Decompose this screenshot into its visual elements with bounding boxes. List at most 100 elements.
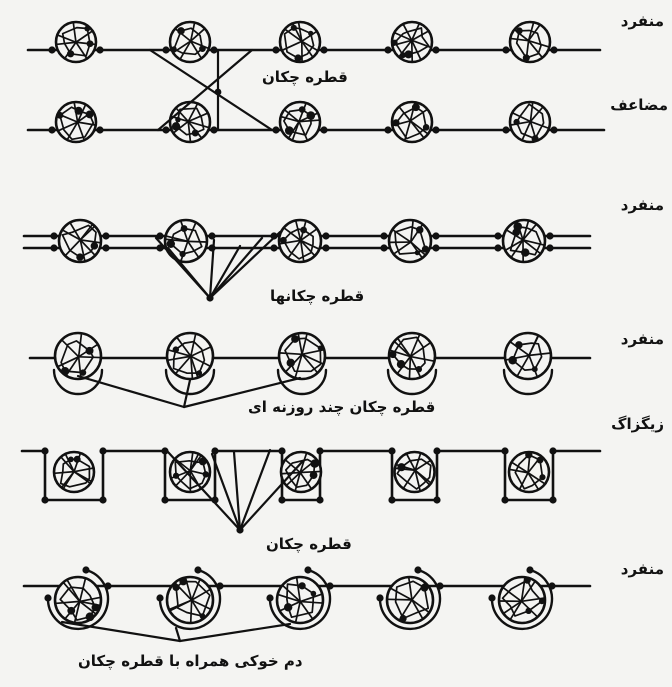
emitter-tube bbox=[62, 622, 180, 641]
junction-dot bbox=[208, 232, 215, 239]
junction-dot bbox=[44, 594, 51, 601]
wheel-blob bbox=[532, 366, 538, 372]
label-single-row6: منفرد bbox=[621, 560, 664, 578]
wheel-blob bbox=[515, 341, 523, 349]
junction-dot bbox=[322, 244, 329, 251]
junction-dot bbox=[546, 244, 553, 251]
wheel-blob bbox=[392, 40, 397, 45]
junction-dot bbox=[432, 126, 439, 133]
junction-dot bbox=[99, 496, 106, 503]
wheel-blob bbox=[399, 464, 405, 470]
junction-dot bbox=[162, 46, 169, 53]
caption-emitter-row1: قطره چکان bbox=[262, 68, 348, 86]
wheel-blob bbox=[532, 135, 539, 142]
emitter-tube bbox=[240, 450, 270, 530]
junction-dot bbox=[316, 496, 323, 503]
wheel-blob bbox=[84, 26, 90, 32]
junction-dot bbox=[526, 566, 533, 573]
junction-dot bbox=[494, 232, 501, 239]
junction-dot bbox=[322, 232, 329, 239]
wheel-blob bbox=[521, 248, 529, 256]
wheel-blob bbox=[192, 130, 199, 137]
wheel-blob bbox=[173, 473, 179, 479]
wheel-blob bbox=[175, 117, 181, 123]
junction-dot bbox=[549, 447, 556, 454]
wheel-blob bbox=[177, 27, 185, 35]
wheel-blob bbox=[171, 46, 177, 52]
wheel-blob bbox=[539, 474, 545, 480]
wheel-blob bbox=[318, 345, 323, 350]
caption-emitter-row5: قطره چکان bbox=[266, 535, 352, 553]
wheel-blob bbox=[291, 335, 299, 343]
wheel-blob bbox=[300, 227, 307, 234]
junction-dot bbox=[432, 244, 439, 251]
junction-dot bbox=[99, 447, 106, 454]
wheel-spoke bbox=[188, 241, 207, 242]
wheel-blob bbox=[285, 126, 294, 135]
label-zigzag-row5: زیگزاگ bbox=[611, 415, 664, 433]
junction-dot bbox=[494, 244, 501, 251]
junction-dot bbox=[550, 126, 557, 133]
wheel-blob bbox=[422, 246, 429, 253]
junction-dot bbox=[304, 566, 311, 573]
junction-dot bbox=[326, 582, 333, 589]
junction-dot bbox=[272, 126, 279, 133]
wheel-blob bbox=[74, 456, 81, 463]
wheel-blob bbox=[299, 106, 306, 113]
junction-dot bbox=[82, 566, 89, 573]
caption-multi-outlet-row4: قطره چکان چند روزنه ای bbox=[248, 398, 435, 416]
wheel-blob bbox=[67, 50, 74, 57]
wheel-blob bbox=[307, 111, 316, 120]
wheel-blob bbox=[172, 122, 180, 130]
wheel-blob bbox=[311, 591, 317, 597]
junction-dot bbox=[320, 126, 327, 133]
wheel-blob bbox=[412, 103, 420, 111]
wheel-blob bbox=[523, 54, 530, 61]
junction-dot bbox=[41, 447, 48, 454]
caption-emitters-row3: قطره چکانها bbox=[270, 287, 364, 305]
wheel-blob bbox=[91, 242, 98, 249]
wheel-blob bbox=[393, 119, 400, 126]
wheel-blob bbox=[284, 603, 292, 611]
wheel-blob bbox=[389, 351, 396, 358]
junction-dot bbox=[48, 46, 55, 53]
wheel-spoke bbox=[387, 599, 412, 600]
wheel-blob bbox=[415, 250, 420, 255]
junction-dot bbox=[549, 496, 556, 503]
wheel-blob bbox=[68, 456, 74, 462]
junction-dot bbox=[501, 447, 508, 454]
wheel-spoke bbox=[300, 471, 321, 472]
junction-dot bbox=[320, 46, 327, 53]
wheel-blob bbox=[179, 578, 187, 586]
junction-dot bbox=[50, 244, 57, 251]
emitter-tube bbox=[210, 246, 240, 298]
junction-dot bbox=[194, 566, 201, 573]
label-single-row3: منفرد bbox=[621, 196, 664, 214]
junction-dot bbox=[161, 447, 168, 454]
wheel-blob bbox=[421, 584, 429, 592]
wheel-blob bbox=[525, 608, 531, 614]
junction-dot bbox=[278, 447, 285, 454]
wheel-blob bbox=[397, 360, 405, 368]
wheel-blob bbox=[405, 50, 413, 58]
junction-dot bbox=[388, 447, 395, 454]
junction-dot bbox=[546, 232, 553, 239]
junction-dot bbox=[50, 232, 57, 239]
wheel-blob bbox=[179, 251, 185, 257]
wheel-blob bbox=[400, 615, 407, 622]
junction-dot bbox=[102, 232, 109, 239]
junction-dot bbox=[433, 496, 440, 503]
wheel-blob bbox=[508, 356, 517, 365]
wheel-blob bbox=[86, 347, 94, 355]
emitter-tube bbox=[180, 624, 290, 641]
wheel-blob bbox=[294, 54, 301, 61]
wheel-blob bbox=[513, 119, 519, 125]
junction-dot bbox=[316, 447, 323, 454]
junction-dot bbox=[156, 594, 163, 601]
junction-dot bbox=[104, 582, 111, 589]
wheel-blob bbox=[539, 598, 545, 604]
label-double-row2: مضاعف bbox=[610, 96, 668, 114]
wheel-blob bbox=[92, 604, 100, 612]
emitter-tube bbox=[176, 628, 180, 641]
